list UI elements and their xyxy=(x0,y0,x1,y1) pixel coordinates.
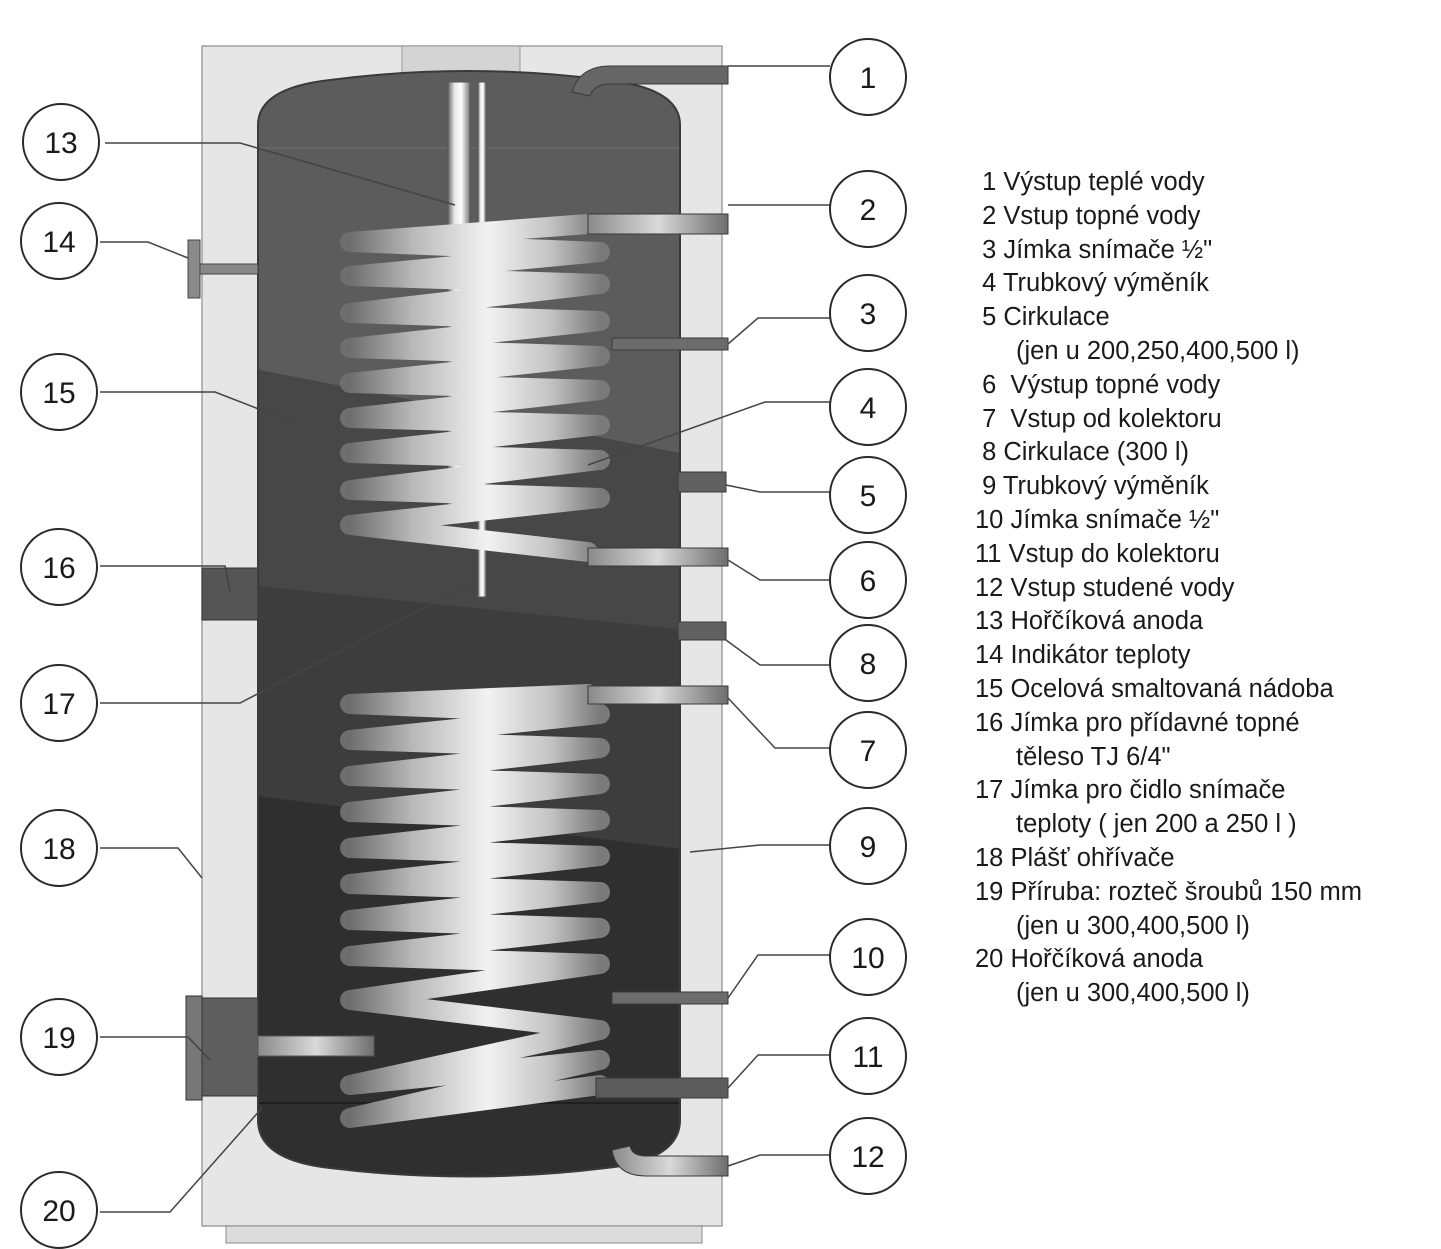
legend-item: 4 Trubkový výměník xyxy=(975,269,1209,298)
callout-label: 7 xyxy=(860,735,877,768)
callout-3: 3 xyxy=(829,274,907,352)
callout-label: 8 xyxy=(860,648,877,681)
legend-item: 18 Plášť ohřívače xyxy=(975,843,1175,872)
legend-item-continuation: těleso TJ 6/4" xyxy=(1016,742,1171,771)
callout-label: 19 xyxy=(42,1022,75,1055)
callout-label: 17 xyxy=(42,688,75,721)
parts-legend: 1 Výstup teplé vody 2 Vstup topné vody 3… xyxy=(975,166,1435,1011)
base-plate xyxy=(225,1225,703,1244)
callout-label: 10 xyxy=(851,942,884,975)
legend-item: 9 Trubkový výměník xyxy=(975,472,1209,501)
callout-7: 7 xyxy=(829,711,907,789)
callout-label: 13 xyxy=(44,127,77,160)
callout-20: 20 xyxy=(20,1171,98,1249)
callout-9: 9 xyxy=(829,807,907,885)
legend-item: 12 Vstup studené vody xyxy=(975,573,1235,602)
callout-6: 6 xyxy=(829,541,907,619)
legend-item-continuation: (jen u 300,400,500 l) xyxy=(1016,911,1250,940)
legend-item: 1 Výstup teplé vody xyxy=(975,168,1205,196)
legend-item-continuation: (jen u 200,250,400,500 l) xyxy=(1016,336,1300,365)
callout-18: 18 xyxy=(20,809,98,887)
tank-outline xyxy=(257,70,681,1178)
legend-item: 15 Ocelová smaltovaná nádoba xyxy=(975,674,1334,703)
legend-item: 6 Výstup topné vody xyxy=(975,370,1221,399)
callout-label: 18 xyxy=(42,833,75,866)
callout-label: 16 xyxy=(42,552,75,585)
flange-19-body xyxy=(201,997,259,1097)
callout-19: 19 xyxy=(20,998,98,1076)
callout-10: 10 xyxy=(829,918,907,996)
upper-heat-exchanger xyxy=(340,214,610,562)
legend-item: 5 Cirkulace xyxy=(975,303,1110,332)
callout-label: 1 xyxy=(860,62,877,95)
legend-item: 10 Jímka snímače ½" xyxy=(975,505,1220,534)
callout-label: 6 xyxy=(860,565,877,598)
legend-item: 20 Hořčíková anoda xyxy=(975,945,1204,974)
legend-item-continuation: teploty ( jen 200 a 250 l ) xyxy=(1016,810,1297,839)
callout-5: 5 xyxy=(829,456,907,534)
callout-label: 4 xyxy=(860,392,877,425)
temperature-indicator-stem xyxy=(199,263,259,275)
callout-label: 12 xyxy=(851,1141,884,1174)
callout-11: 11 xyxy=(829,1017,907,1095)
callout-label: 20 xyxy=(42,1195,75,1228)
callout-label: 3 xyxy=(860,298,877,331)
callout-13: 13 xyxy=(22,103,100,181)
callout-17: 17 xyxy=(20,664,98,742)
legend-item: 11 Vstup do kolektoru xyxy=(975,539,1220,568)
lower-heat-exchanger xyxy=(340,684,610,1128)
temperature-indicator-flange xyxy=(187,239,201,299)
callout-2: 2 xyxy=(829,170,907,248)
connection-stubs xyxy=(571,65,729,1177)
legend-item: 14 Indikátor teploty xyxy=(975,641,1191,670)
leader-lines xyxy=(100,65,830,1213)
legend-item: 19 Příruba: rozteč šroubů 150 mm xyxy=(975,877,1362,906)
callout-14: 14 xyxy=(20,202,98,280)
legend-item: 7 Vstup od kolektoru xyxy=(975,404,1222,433)
callout-label: 2 xyxy=(860,194,877,227)
heating-element-well xyxy=(201,567,259,621)
legend-item: 17 Jímka pro čidlo snímače xyxy=(975,776,1286,805)
legend-item: 3 Jímka snímače ½" xyxy=(975,235,1213,264)
callout-label: 11 xyxy=(852,1041,883,1074)
legend-item: 16 Jímka pro přídavné topné xyxy=(975,708,1300,737)
callout-label: 14 xyxy=(42,226,75,259)
anode-20 xyxy=(257,1035,375,1057)
legend-item: 13 Hořčíková anoda xyxy=(975,607,1204,636)
legend-item: 8 Cirkulace (300 l) xyxy=(975,438,1189,467)
callout-label: 5 xyxy=(860,480,877,513)
legend-item-continuation: (jen u 300,400,500 l) xyxy=(1016,979,1250,1008)
callout-1: 1 xyxy=(829,38,907,116)
legend-item: 2 Vstup topné vody xyxy=(975,201,1201,230)
callout-12: 12 xyxy=(829,1117,907,1195)
flange-19 xyxy=(185,995,203,1101)
callout-15: 15 xyxy=(20,353,98,431)
callout-4: 4 xyxy=(829,368,907,446)
callout-8: 8 xyxy=(829,624,907,702)
callout-16: 16 xyxy=(20,528,98,606)
callout-label: 9 xyxy=(860,831,877,864)
callout-label: 15 xyxy=(42,377,75,410)
